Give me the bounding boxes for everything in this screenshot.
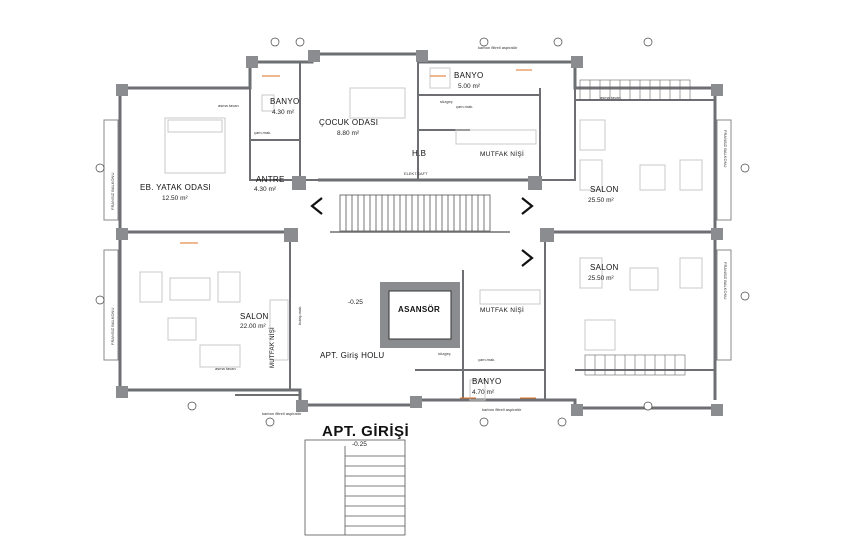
note-fransiz-right-bottom: FRANSIZ BALKONU (723, 262, 728, 300)
door-marks (180, 69, 536, 399)
room-banyo-left-area: 4.30 m² (272, 109, 295, 116)
entrance-title: APT. GİRİŞİ (322, 423, 410, 440)
note-asma-tavan-left: asma tavan (218, 103, 239, 108)
room-banyo-top-area: 5.00 m² (458, 83, 481, 90)
columns (116, 50, 723, 416)
room-salon-br-area: 25.50 m² (588, 275, 614, 282)
hall-level: -0.25 (348, 299, 363, 306)
room-salon-tr-name: SALON (590, 185, 619, 194)
note-fransiz-left-top: FRANSIZ BALKONU (110, 172, 115, 210)
note-sizgec-top: süzgeç (440, 99, 453, 104)
balconies (103, 119, 732, 361)
room-eb-yatak-name: EB. YATAK ODASI (140, 183, 212, 192)
room-antre-area: 4.30 m² (254, 186, 277, 193)
room-salon-left-name: SALON (240, 312, 269, 321)
room-banyo-top-name: BANYO (454, 71, 484, 80)
note-gam-mak-bottom: çam.mak. (478, 357, 496, 362)
note-asma-tavan-right: asma tavan (600, 95, 621, 100)
room-asansor-name: ASANSÖR (398, 305, 441, 314)
note-karbon-top: karbon filtreli aspiratör (478, 45, 518, 50)
furniture (139, 67, 703, 401)
room-salon-tr-area: 25.50 m² (588, 197, 614, 204)
room-banyo-bottom-name: BANYO (472, 377, 502, 386)
note-karbon-bottom-left: karbon filtreli aspiratör (262, 411, 302, 416)
room-banyo-bottom-area: 4.70 m² (472, 389, 495, 396)
note-gam-mak-left: çam.mak. (254, 130, 272, 135)
note-sizgec-bottom: süzgeç (438, 351, 451, 356)
room-eb-yatak-area: 12.50 m² (162, 195, 188, 202)
arrow-icons (310, 197, 534, 267)
note-gam-mak-top: çam.mak. (456, 104, 474, 109)
note-elekt-saft: ELEKT.ŞAFT (404, 171, 428, 176)
entrance-stairs (304, 439, 406, 536)
room-banyo-left-name: BANYO (270, 97, 300, 106)
room-cocuk-name: ÇOCUK ODASI (319, 118, 379, 127)
elevator (380, 282, 460, 348)
note-fransiz-left-bottom: FRANSIZ BALKONU (110, 307, 115, 345)
room-antre-name: ANTRE (256, 175, 285, 184)
entrance-level: -0.25 (352, 441, 367, 448)
room-cocuk-area: 8.80 m² (337, 130, 360, 137)
inner-walls (235, 62, 715, 400)
room-mutfak-top-name: MUTFAK NİŞİ (480, 151, 525, 158)
axis-markers (95, 37, 750, 427)
room-hb-name: H.B (412, 149, 427, 158)
room-mutfak-bottom-name: MUTFAK NİŞİ (480, 307, 525, 314)
room-mutfak-left-name: MUTFAK NİŞİ (270, 327, 276, 368)
note-bulas-mak: bulaş.mak. (297, 305, 302, 325)
stairs-right-top (579, 79, 691, 101)
stairs-top (339, 194, 491, 232)
note-asma-tavan-bottom: asma tavan (215, 366, 236, 371)
note-karbon-bottom-right: karbon filtreli aspiratör (482, 407, 522, 412)
room-salon-br-name: SALON (590, 263, 619, 272)
room-salon-left-area: 22.00 m² (240, 323, 266, 330)
note-fransiz-right-top: FRANSIZ BALKONU (723, 130, 728, 168)
stairs-right-bottom (584, 354, 686, 376)
room-giris-holu-name: APT. Giriş HOLU (320, 351, 385, 360)
